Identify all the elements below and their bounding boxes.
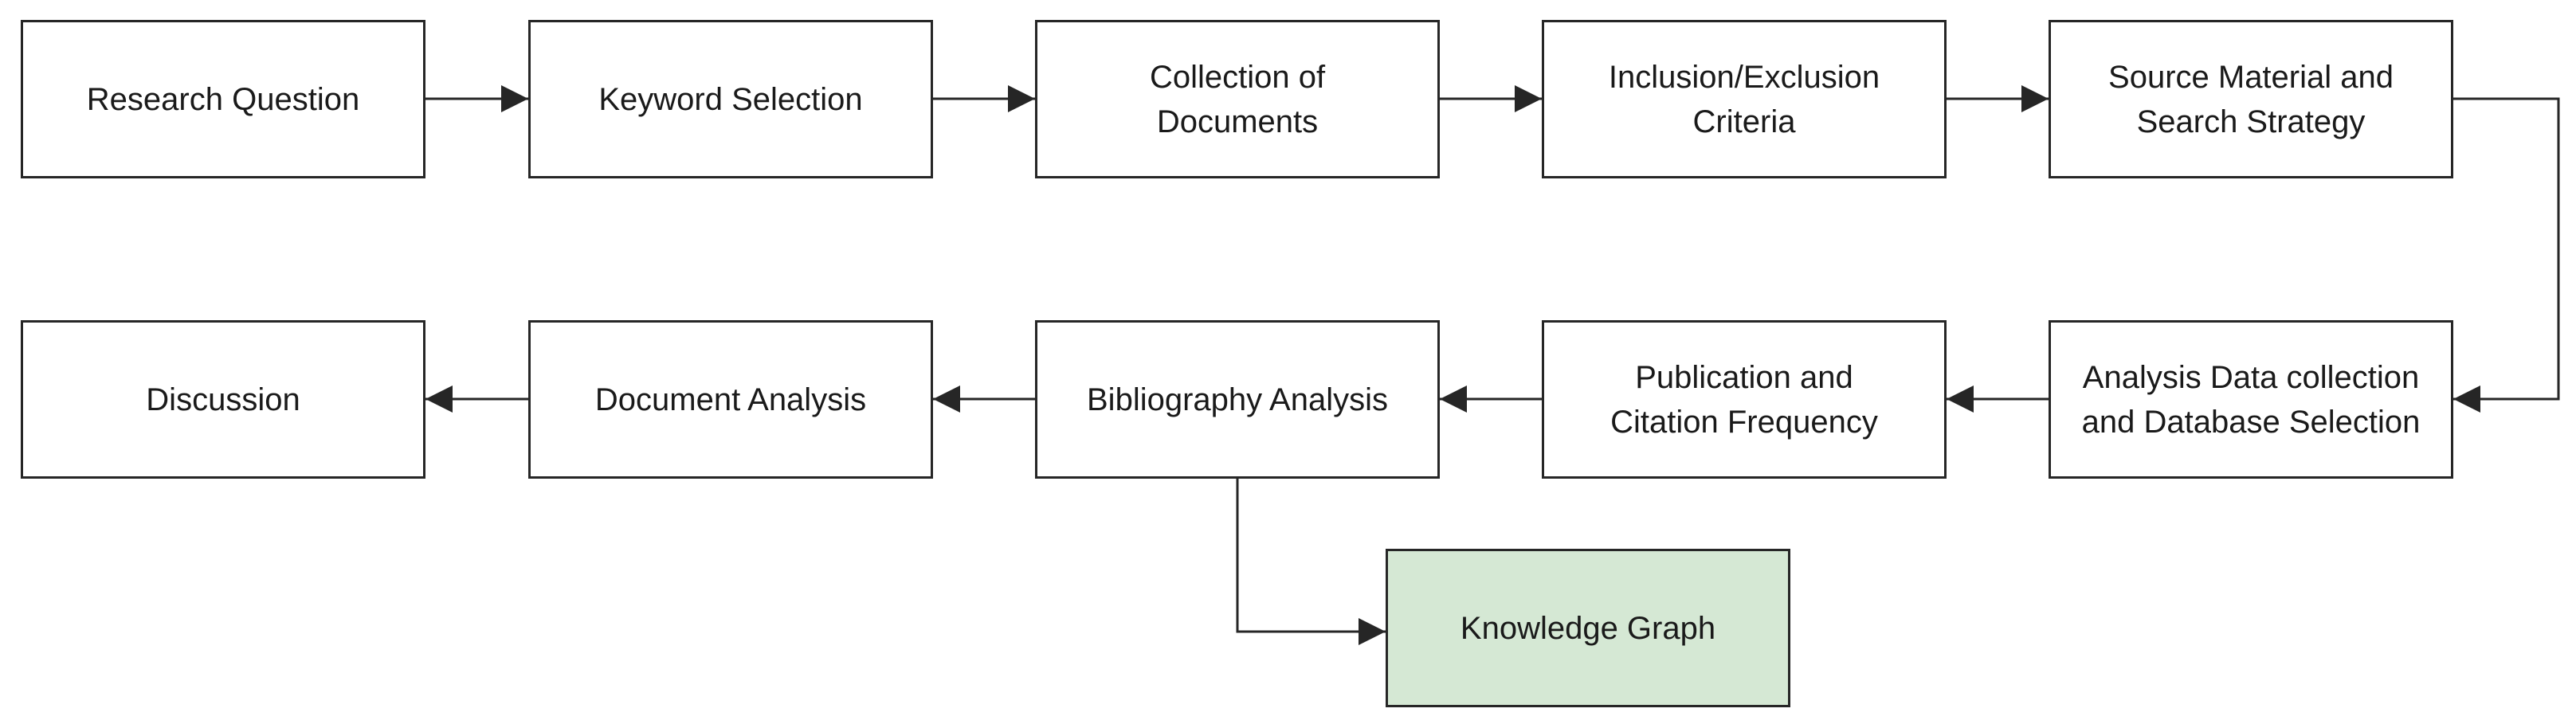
node-label: Source Material and Search Strategy (2108, 59, 2394, 139)
node-label: Analysis Data collection and Database Se… (2081, 359, 2421, 440)
node-label: Document Analysis (594, 382, 867, 417)
arrow-bibliography-analysis-to-knowledge-graph (1236, 479, 1386, 645)
node-keyword-selection: Keyword Selection (528, 20, 933, 178)
node-document-analysis: Document Analysis (528, 320, 933, 479)
node-research-question: Research Question (21, 20, 425, 178)
node-label: Collection of Documents (1149, 59, 1326, 139)
node-discussion: Discussion (21, 320, 425, 479)
node-collection-of-documents: Collection of Documents (1035, 20, 1440, 178)
node-label: Keyword Selection (598, 81, 863, 117)
node-publication-citation-frequency: Publication and Citation Frequency (1542, 320, 1947, 479)
node-knowledge-graph: Knowledge Graph (1386, 549, 1790, 707)
node-label: Inclusion/Exclusion Criteria (1608, 59, 1880, 139)
node-label: Discussion (146, 382, 300, 417)
node-analysis-data-collection: Analysis Data collection and Database Se… (2049, 320, 2453, 479)
node-source-material-search-strategy: Source Material and Search Strategy (2049, 20, 2453, 178)
arrow-source-material-search-strategy-to-analysis-data-collection (2453, 97, 2560, 413)
node-inclusion-exclusion-criteria: Inclusion/Exclusion Criteria (1542, 20, 1947, 178)
node-label: Research Question (86, 81, 360, 117)
node-label: Publication and Citation Frequency (1610, 359, 1878, 440)
node-label: Knowledge Graph (1460, 610, 1716, 646)
node-label: Bibliography Analysis (1087, 382, 1388, 417)
node-bibliography-analysis: Bibliography Analysis (1035, 320, 1440, 479)
